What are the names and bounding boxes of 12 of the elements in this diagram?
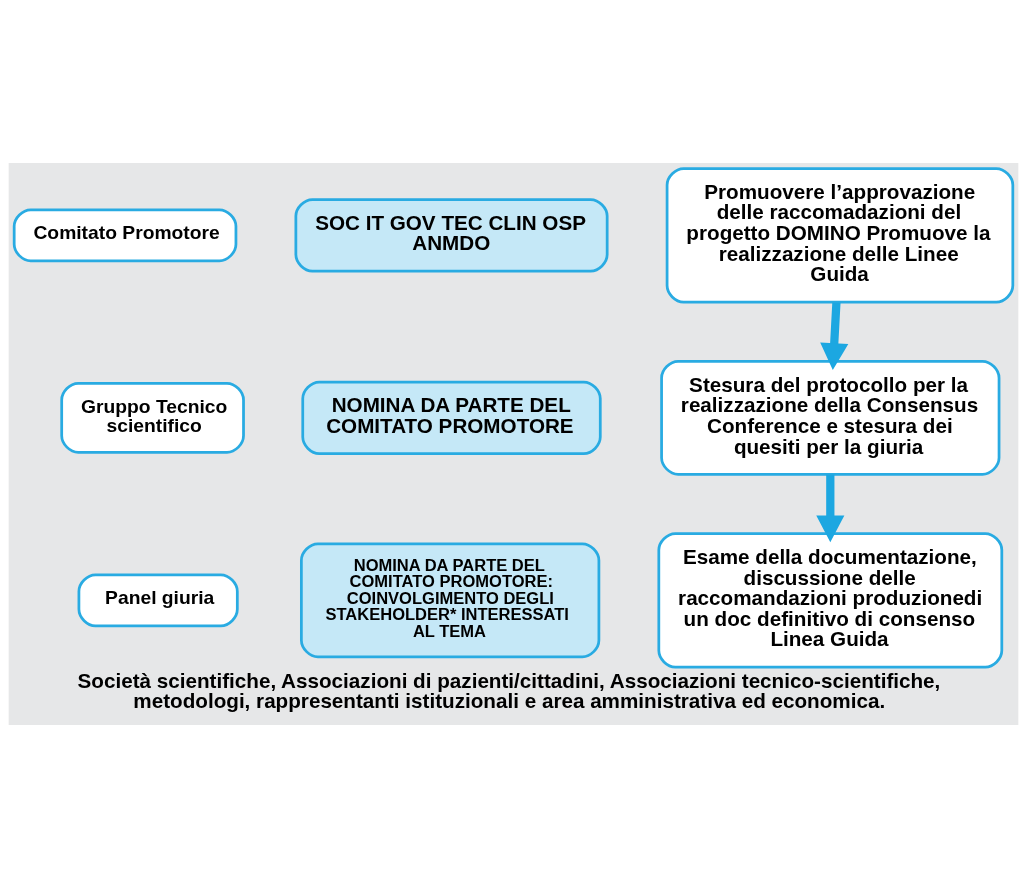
caption: Società scientifiche, Associazioni di pazienti/cittadini, Associazioni tecnico-scientifiche, metodologi, rappresentanti istituzionali e area amministrativa ed economica. bbox=[77, 668, 941, 713]
node-box: NOMINA DA PARTE DEL COMITATO PROMOTORE: COINVOLGIMENTO DEGLI STAKEHOLDER* INTERESSATI AL TEMA bbox=[300, 542, 601, 659]
node-box: Promuovere l’approvazione delle raccomadazioni del progetto DOMINO Promuove la realizzazione delle Linee Guida bbox=[665, 167, 1015, 304]
node-box: Gruppo Tecnico scientifico bbox=[60, 382, 245, 454]
node-box: SOC IT GOV TEC CLIN OSP ANMDO bbox=[294, 198, 609, 273]
node-box: NOMINA DA PARTE DEL COMITATO PROMOTORE bbox=[301, 380, 602, 455]
arrow bbox=[816, 474, 845, 543]
node-box: Comitato Promotore bbox=[12, 208, 238, 263]
arrow bbox=[820, 302, 849, 371]
node-box: Stesura del protocollo per la realizzazione della Consensus Conference e stesura dei quesiti per la giuria bbox=[660, 359, 1001, 476]
node-box: Esame della documentazione, discussione delle raccomandazioni produzionedi un doc definitivo di consenso Linea Guida bbox=[657, 532, 1004, 669]
node-box: Panel giuria bbox=[77, 573, 239, 628]
